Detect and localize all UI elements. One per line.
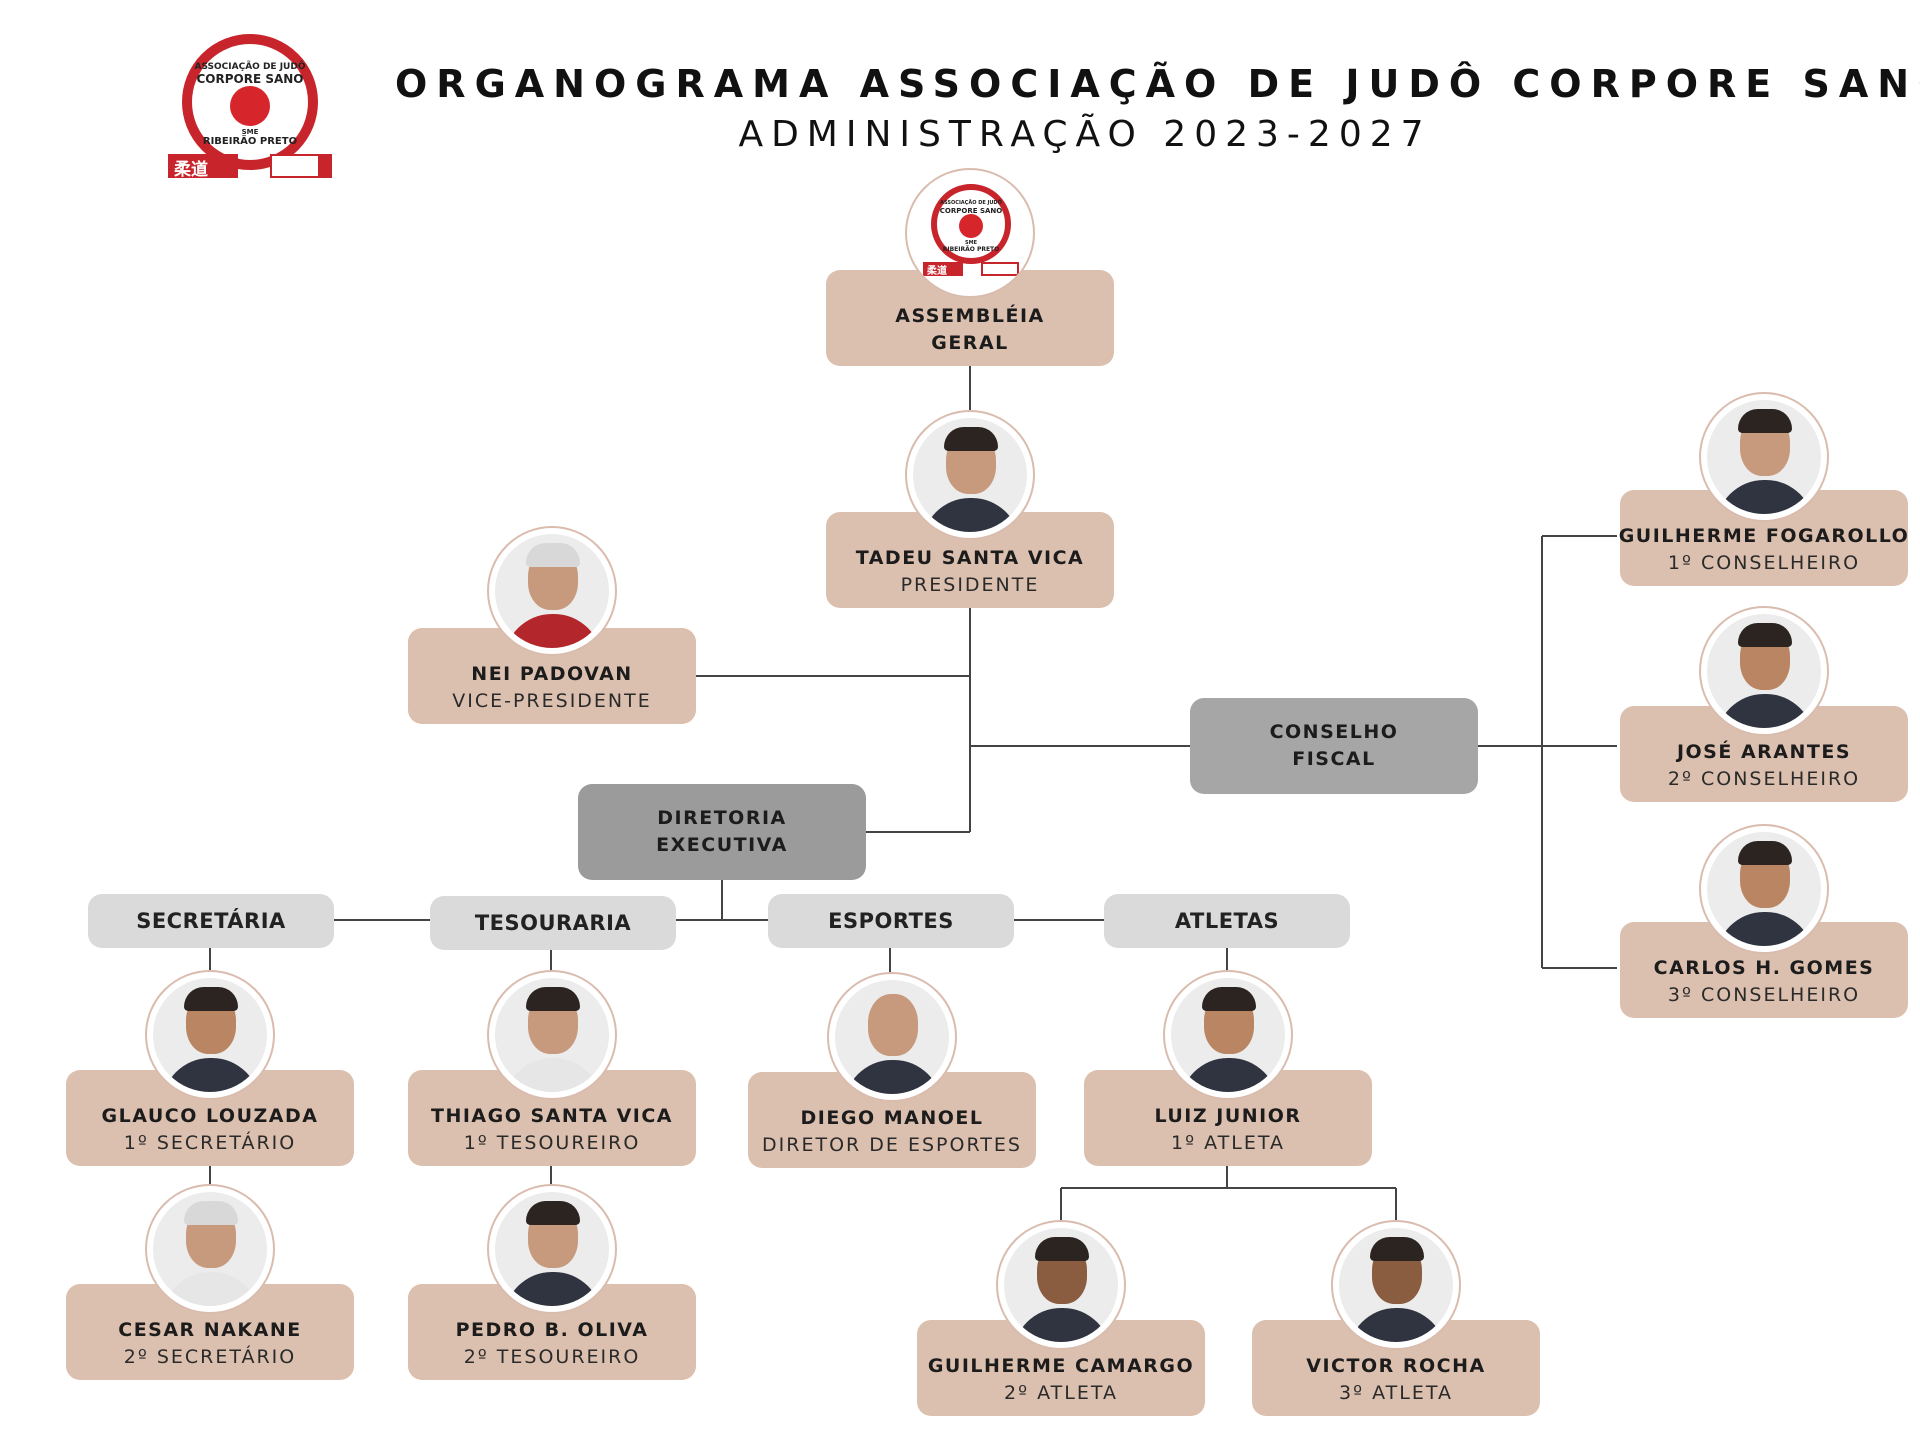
- council-member-1-photo: [1699, 392, 1829, 522]
- council-member-2-photo: [1699, 606, 1829, 736]
- dept-atletas: ATLETAS: [1104, 894, 1350, 948]
- council-member-3-photo: [1699, 824, 1829, 954]
- assembly-logo-avatar: ASSOCIAÇÃO DE JUDÔ CORPORE SANO SME RIBE…: [905, 168, 1035, 298]
- sports-director-photo: [827, 972, 957, 1102]
- athlete-1-photo: [1163, 970, 1293, 1100]
- page-subtitle: ADMINISTRAÇÃO 2023-2027: [738, 114, 1432, 155]
- fiscal-council-box: CONSELHO FISCAL: [1190, 698, 1478, 794]
- dept-esportes: ESPORTES: [768, 894, 1014, 948]
- athlete-2-photo: [996, 1220, 1126, 1350]
- treasurer-1-photo: [487, 970, 617, 1100]
- secretary-1-box: GLAUCO LOUZADA 1º SECRETÁRIO: [66, 1070, 354, 1166]
- executive-board-box: DIRETORIA EXECUTIVA: [578, 784, 866, 880]
- secretary-1-photo: [145, 970, 275, 1100]
- association-logo: ASSOCIAÇÃO DE JUDÔ CORPORE SANO SME RIBE…: [166, 30, 334, 190]
- secretary-2-photo: [145, 1184, 275, 1314]
- vice-president-photo: [487, 526, 617, 656]
- assembly-logo: ASSOCIAÇÃO DE JUDÔ CORPORE SANO SME RIBE…: [919, 182, 1023, 286]
- athlete-1-box: LUIZ JUNIOR 1º ATLETA: [1084, 1070, 1372, 1166]
- dept-secretaria: SECRETÁRIA: [88, 894, 334, 948]
- president-photo: [905, 410, 1035, 540]
- dept-tesouraria: TESOURARIA: [430, 896, 676, 950]
- treasurer-2-photo: [487, 1184, 617, 1314]
- council-member-3-box: CARLOS H. GOMES 3º CONSELHEIRO: [1620, 922, 1908, 1018]
- athlete-3-photo: [1331, 1220, 1461, 1350]
- page-title: ORGANOGRAMA ASSOCIAÇÃO DE JUDÔ CORPORE S…: [395, 62, 1920, 106]
